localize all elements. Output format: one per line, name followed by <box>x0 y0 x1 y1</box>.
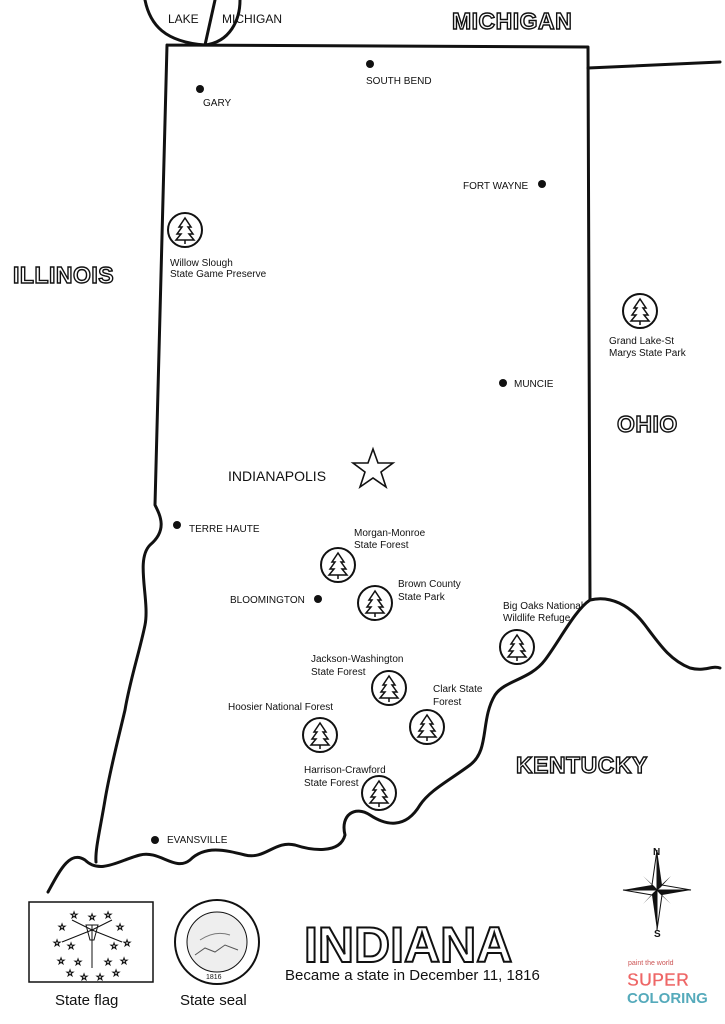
svg-text:☆: ☆ <box>123 938 131 948</box>
lake-label-2: MICHIGAN <box>222 12 282 26</box>
park-label: State Forest <box>354 540 409 551</box>
svg-text:☆: ☆ <box>88 912 96 922</box>
city-label-south-bend: SOUTH BEND <box>366 76 432 87</box>
svg-text:☆: ☆ <box>53 938 61 948</box>
park-label: Big Oaks National <box>503 601 583 612</box>
compass-rose-icon <box>622 849 692 931</box>
svg-text:☆: ☆ <box>116 922 124 932</box>
park-tree-icon-jackson-washington <box>371 670 407 706</box>
kentucky-label: KENTUCKY <box>516 752 648 778</box>
park-label: Forest <box>433 697 462 708</box>
svg-text:☆: ☆ <box>74 957 82 967</box>
park-label: Jackson-Washington <box>311 654 403 665</box>
park-label: State Forest <box>304 778 359 789</box>
indiana-outline <box>46 43 592 894</box>
park-tree-icon-brown-county <box>357 585 393 621</box>
city-dot-south-bend <box>366 60 374 68</box>
svg-text:☆: ☆ <box>110 941 118 951</box>
svg-text:☆: ☆ <box>70 910 78 920</box>
park-label: Wildlife Refuge <box>503 613 571 624</box>
city-label-terre-haute: TERRE HAUTE <box>189 524 260 535</box>
svg-text:☆: ☆ <box>96 972 104 982</box>
park-tree-icon-big-oaks <box>499 629 535 665</box>
page-subtitle: Became a state in December 11, 1816 <box>285 967 540 984</box>
city-dot-gary <box>196 85 204 93</box>
svg-text:COLORING: COLORING <box>627 990 708 1007</box>
ohio-label: OHIO <box>617 411 678 437</box>
svg-text:☆: ☆ <box>58 922 66 932</box>
city-dot-terre-haute <box>173 521 181 529</box>
lake-state-divider <box>203 0 217 47</box>
flag-stars: ☆ ☆☆ ☆☆ ☆☆ ☆☆ ☆☆ ☆☆ ☆☆ ☆☆ <box>53 910 132 983</box>
city-label-gary: GARY <box>203 98 231 109</box>
svg-text:☆: ☆ <box>104 957 112 967</box>
lake-label-1: LAKE <box>168 12 199 26</box>
park-label: Willow Slough <box>170 258 233 269</box>
park-label: Marys State Park <box>609 348 687 359</box>
city-label-fort-wayne: FORT WAYNE <box>463 181 529 192</box>
city-label-muncie: MUNCIE <box>514 379 554 390</box>
svg-text:1816: 1816 <box>206 974 222 981</box>
park-tree-icon-grand-lake <box>622 293 658 329</box>
capital-star-icon <box>350 446 396 490</box>
svg-text:☆: ☆ <box>112 968 120 978</box>
city-label-evansville: EVANSVILLE <box>167 835 228 846</box>
city-dot-fort-wayne <box>538 180 546 188</box>
park-tree-icon-morgan-monroe <box>320 547 356 583</box>
svg-text:☆: ☆ <box>104 910 112 920</box>
park-tree-icon-clark <box>409 709 445 745</box>
michigan-label: MICHIGAN <box>452 8 572 34</box>
city-dot-bloomington <box>314 595 322 603</box>
city-label-bloomington: BLOOMINGTON <box>230 595 305 606</box>
page-title: INDIANA <box>304 917 512 973</box>
park-label: Grand Lake-St <box>609 336 674 347</box>
svg-text:☆: ☆ <box>67 941 75 951</box>
park-label: Brown County <box>398 579 461 590</box>
park-tree-icon-willow-slough <box>167 212 203 248</box>
illinois-label: ILLINOIS <box>13 262 114 288</box>
park-label: Hoosier National Forest <box>228 702 333 713</box>
svg-text:☆: ☆ <box>57 956 65 966</box>
state-seal: 1816 <box>174 899 260 985</box>
park-label: Harrison-Crawford <box>304 765 386 776</box>
flag-torch-icon <box>61 919 123 968</box>
svg-text:paint the world: paint the world <box>628 960 674 967</box>
capital-label: INDIANAPOLIS <box>228 468 326 484</box>
michigan-ohio-border <box>586 60 722 70</box>
park-label: State Park <box>398 592 446 603</box>
park-label: State Game Preserve <box>170 269 267 280</box>
park-tree-icon-harrison-crawford <box>361 775 397 811</box>
svg-text:☆: ☆ <box>80 972 88 982</box>
svg-text:☆: ☆ <box>120 956 128 966</box>
compass-s-label: S <box>654 929 661 940</box>
super-coloring-logo: paint the world SUPER COLORING <box>627 960 708 1007</box>
compass-n-label: N <box>653 847 660 858</box>
park-label: Clark State <box>433 684 483 695</box>
city-dot-muncie <box>499 379 507 387</box>
state-flag: ☆ ☆☆ ☆☆ ☆☆ ☆☆ ☆☆ ☆☆ ☆☆ ☆☆ <box>28 901 154 983</box>
park-tree-icon-hoosier <box>302 717 338 753</box>
park-label: State Forest <box>311 667 366 678</box>
ohio-kentucky-border <box>588 597 722 671</box>
svg-text:☆: ☆ <box>66 968 74 978</box>
city-dot-evansville <box>151 836 159 844</box>
seal-caption: State seal <box>180 992 247 1009</box>
svg-text:SUPER: SUPER <box>627 970 689 990</box>
flag-caption: State flag <box>55 992 118 1009</box>
park-label: Morgan-Monroe <box>354 528 426 539</box>
